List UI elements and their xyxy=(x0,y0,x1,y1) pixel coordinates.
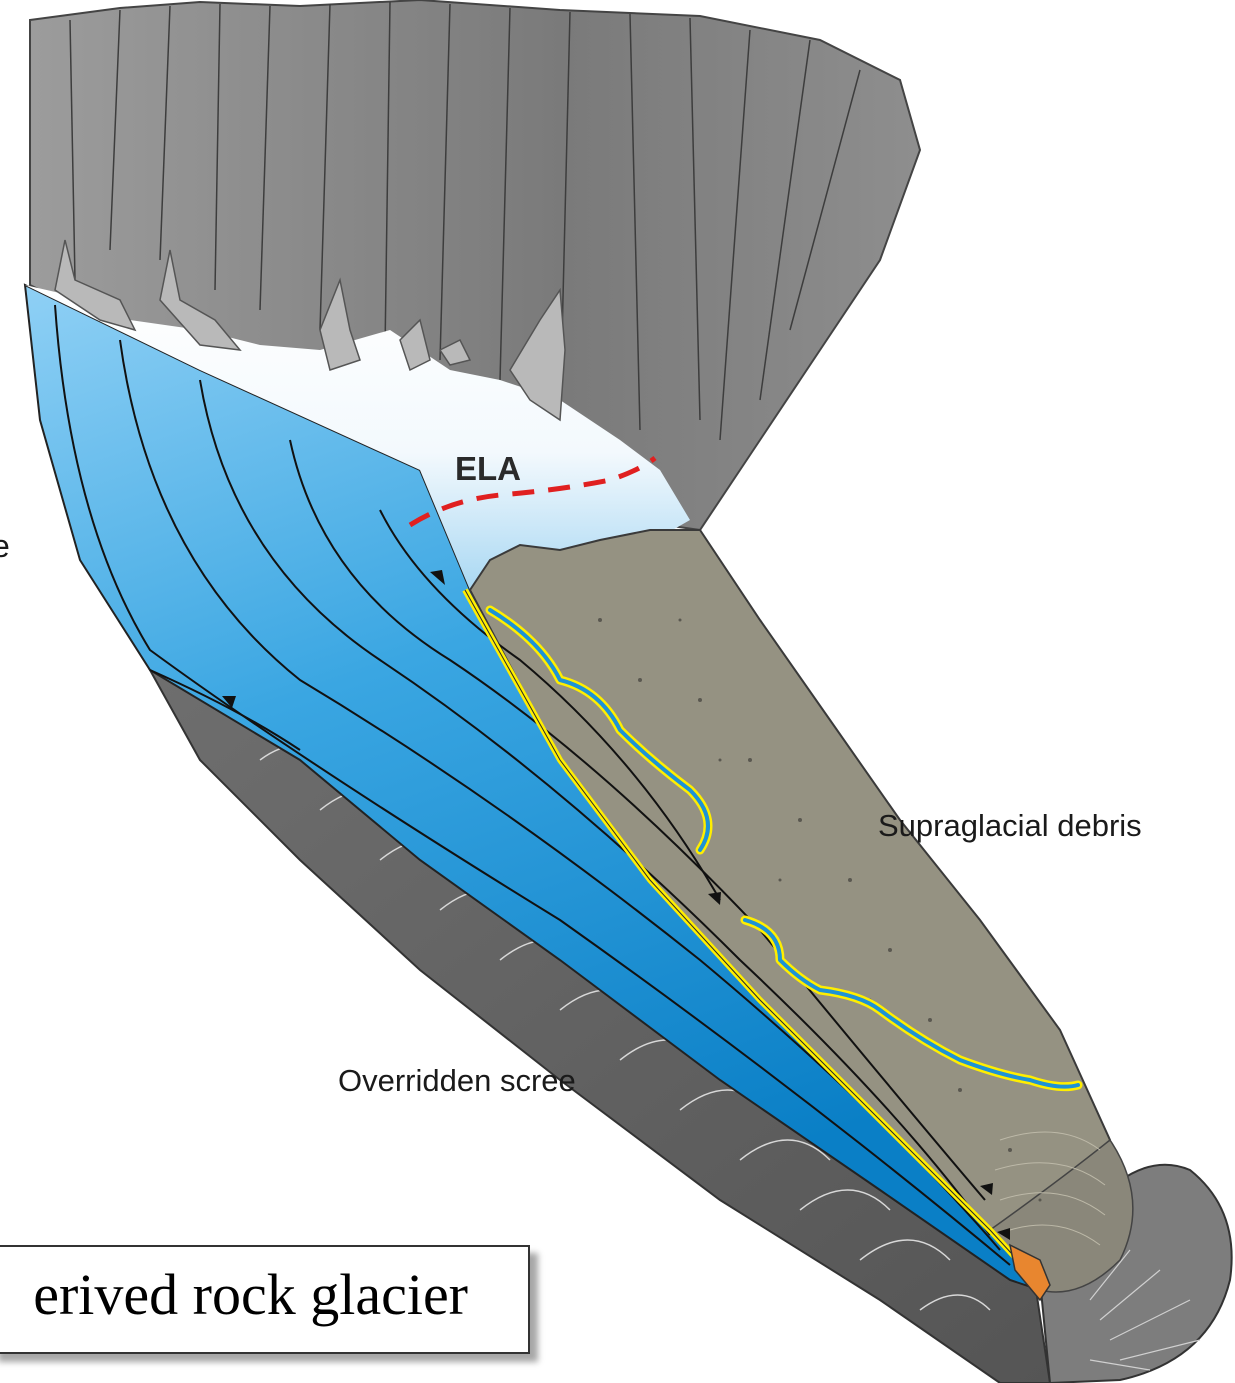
ela-label: ELA xyxy=(455,450,521,488)
caption-box: erived rock glacier xyxy=(0,1245,530,1354)
caption-text: erived rock glacier xyxy=(33,1261,468,1328)
cut-off-label: e xyxy=(0,528,10,565)
supraglacial-debris-label: Supraglacial debris xyxy=(878,808,1142,844)
overridden-scree-label: Overridden scree xyxy=(338,1063,576,1099)
